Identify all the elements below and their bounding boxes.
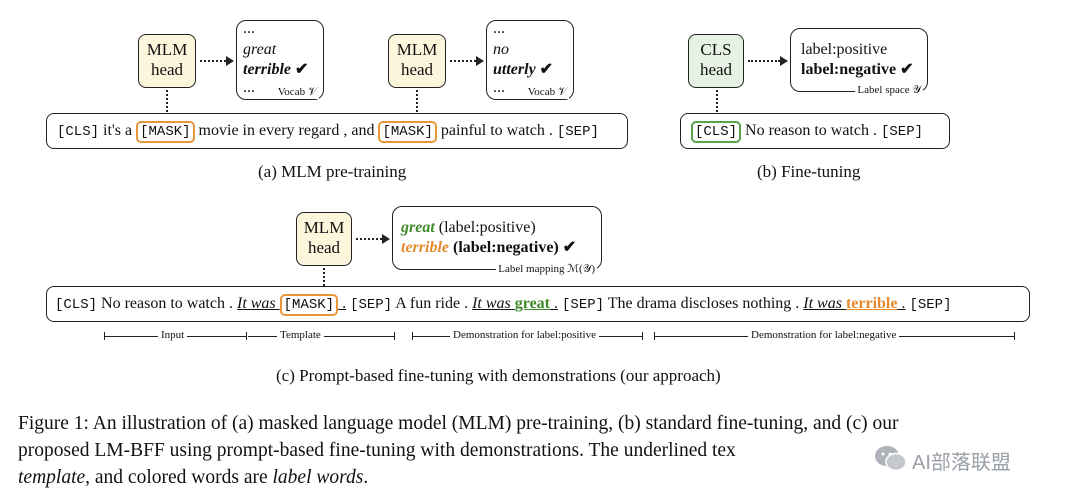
mlm-head-c: MLM head bbox=[296, 212, 352, 266]
vocab-word-terrible: terrible ✔ bbox=[243, 61, 309, 78]
vocab-word-utterly: utterly ✔ bbox=[493, 61, 554, 78]
label-word-terrible: terrible bbox=[401, 239, 449, 256]
connector-mask-c bbox=[323, 268, 325, 286]
check-icon: ✔ bbox=[900, 61, 914, 78]
arrow-head2-vocab2 bbox=[450, 60, 476, 62]
label-word-great: great bbox=[514, 295, 551, 312]
arrow-head1-vocab1 bbox=[200, 60, 226, 62]
sequence-c: [CLS] No reason to watch . It was [MASK]… bbox=[46, 286, 1030, 322]
figure-caption-line3: template, and colored words are label wo… bbox=[18, 467, 369, 488]
template-text: It was bbox=[236, 295, 276, 312]
arrowhead bbox=[780, 56, 788, 66]
label-mapping-box: great (label:positive) terrible (label:n… bbox=[392, 206, 602, 276]
label-mapping-label: Label mapping ℳ(𝒴) bbox=[496, 262, 597, 276]
check-icon: ✔ bbox=[562, 239, 577, 256]
vocab-word-great: great bbox=[243, 41, 277, 58]
cls-token: [CLS] bbox=[691, 121, 742, 143]
label-space-label: Label space 𝒴 bbox=[855, 84, 923, 97]
caption-c: (c) Prompt-based fine-tuning with demons… bbox=[276, 366, 721, 385]
label-word-terrible: terrible bbox=[845, 295, 898, 312]
mlm-head-2: MLM head bbox=[388, 34, 446, 88]
check-icon: ✔ bbox=[539, 61, 554, 78]
cls-head: CLS head bbox=[688, 34, 744, 88]
arrow-head-mapping bbox=[356, 238, 382, 240]
arrowhead bbox=[476, 56, 484, 66]
label-word-great: great bbox=[401, 219, 435, 236]
connector-mask2 bbox=[416, 90, 418, 112]
mlm-head-1: MLM head bbox=[138, 34, 196, 88]
sequence-b: [CLS] No reason to watch . [SEP] bbox=[680, 113, 950, 149]
connector-cls bbox=[716, 90, 718, 112]
sequence-a: [CLS] it's a [MASK] movie in every regar… bbox=[46, 113, 628, 149]
mask-token: [MASK] bbox=[378, 121, 437, 143]
connector-mask1 bbox=[166, 90, 168, 112]
label-space-box: label:positive label:negative ✔ Label sp… bbox=[790, 28, 928, 97]
figure-caption-line1: Figure 1: An illustration of (a) masked … bbox=[18, 413, 899, 434]
vocab-box-1: ... great terrible ✔ ... Vocab 𝒱 bbox=[236, 20, 324, 100]
mask-token: [MASK] bbox=[136, 121, 195, 143]
vocab-label: Vocab 𝒱 bbox=[275, 86, 319, 99]
vocab-label: Vocab 𝒱 bbox=[525, 86, 569, 99]
arrowhead bbox=[226, 56, 234, 66]
mask-token: [MASK] bbox=[279, 294, 339, 316]
arrow-cls-labels bbox=[748, 60, 780, 62]
arrowhead bbox=[382, 234, 390, 244]
check-icon: ✔ bbox=[295, 61, 309, 78]
caption-a: (a) MLM pre-training bbox=[258, 162, 407, 181]
wechat-icon bbox=[875, 446, 907, 472]
vocab-word-no: no bbox=[493, 41, 509, 58]
vocab-box-2: ... no utterly ✔ ... Vocab 𝒱 bbox=[486, 20, 574, 100]
figure-caption-line2: proposed LM-BFF using prompt-based fine-… bbox=[18, 440, 736, 461]
caption-b: (b) Fine-tuning bbox=[757, 162, 861, 181]
watermark: AI部落联盟 bbox=[874, 442, 1054, 476]
